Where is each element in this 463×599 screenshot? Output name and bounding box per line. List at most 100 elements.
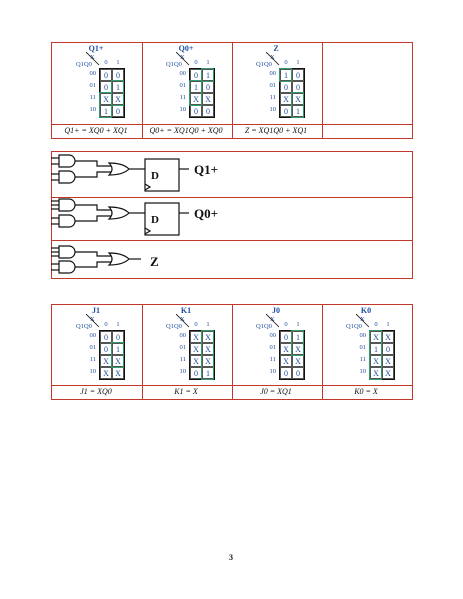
kmap-cell: X (382, 331, 394, 343)
and-gate-1b-icon (58, 170, 76, 184)
divider (52, 197, 412, 198)
and-gate-3b-icon (58, 260, 76, 274)
kmap-cell: 0 (280, 81, 292, 93)
divider (322, 43, 323, 138)
kmap-row-label: 01 (179, 344, 187, 351)
kmap-col-1: 1 (296, 321, 300, 328)
logic-circuit (51, 154, 189, 274)
kmap-group-loop (291, 330, 304, 356)
kmap-equation: Q1+ = XQ0 + XQ1 (64, 126, 128, 135)
kmap-diagonal (266, 52, 280, 66)
kmap-equation: Z = XQ1Q0 + XQ1 (244, 126, 308, 135)
kmap-cell: X (202, 93, 214, 105)
kmap-equation: J1 = XQ0 (80, 387, 112, 396)
kmap-title: Q1+ (88, 44, 104, 53)
kmap-col-1: 1 (116, 59, 120, 66)
kmap-row-label: 11 (269, 356, 276, 363)
kmap-row-variable: Q1Q0 (166, 323, 182, 330)
and-gate-1a-icon (58, 154, 76, 168)
divider (52, 240, 412, 241)
kmap-diagonal (86, 52, 100, 66)
kmap-group-loop (201, 68, 214, 82)
kmap-row-variable: Q1Q0 (76, 323, 92, 330)
kmap-diagonal (266, 314, 280, 328)
kmap-col-variable: X (270, 316, 275, 323)
kmap-col-1: 1 (206, 321, 210, 328)
d-flipflop-2-icon (144, 202, 180, 236)
kmap-cell: X (100, 367, 112, 379)
kmap-row-label: 01 (269, 344, 277, 351)
kmap-cell: 0 (100, 331, 112, 343)
kmap-equation: J0 = XQ1 (260, 387, 292, 396)
kmap-cell: X (382, 355, 394, 367)
kmap-group-loop (201, 330, 214, 380)
kmap-row-variable: Q1Q0 (256, 61, 272, 68)
kmap-group-loop (291, 92, 304, 118)
kmap-cell: X (112, 367, 124, 379)
kmap-row-label: 10 (269, 106, 277, 113)
output-z-label: Z (150, 254, 159, 269)
kmap-cell: 0 (382, 343, 394, 355)
kmap-row-label: 01 (89, 82, 97, 89)
kmap-group-loop (279, 68, 292, 82)
kmap-cell: 0 (280, 367, 292, 379)
jk-kmap-table (51, 304, 413, 400)
or-gate-1-icon (107, 162, 130, 176)
kmap-col-variable: X (360, 316, 365, 323)
kmap-col-1: 1 (206, 59, 210, 66)
kmap-col-0: 0 (194, 321, 198, 328)
kmap-row-label: 00 (269, 332, 277, 339)
divider (232, 43, 233, 138)
or-gate-3-icon (107, 252, 130, 266)
and-gate-2a-icon (58, 198, 76, 212)
kmap-group-loop (111, 80, 124, 106)
divider (142, 305, 143, 399)
kmap-col-1: 1 (116, 321, 120, 328)
kmap-col-0: 0 (194, 59, 198, 66)
kmap-cell: 0 (202, 81, 214, 93)
output-q1-label: Q1+ (194, 162, 219, 177)
kmap-row-label: 11 (89, 356, 96, 363)
kmap-diagonal (86, 314, 100, 328)
kmap-group-loop (369, 330, 382, 380)
kmap-group-loop (111, 342, 124, 368)
kmap-row-label: 11 (89, 94, 96, 101)
next-state-kmap-table (51, 42, 413, 139)
kmap-col-variable: X (180, 316, 185, 323)
or-gate-2-icon (107, 206, 130, 220)
kmap-row-label: 11 (179, 94, 186, 101)
d-flipflop-1-icon (144, 158, 180, 192)
kmap-row-label: 00 (89, 332, 97, 339)
kmap-cell: X (280, 355, 292, 367)
kmap-col-variable: X (180, 54, 185, 61)
kmap-col-variable: X (90, 316, 95, 323)
divider (52, 124, 412, 125)
and-gate-3a-icon (58, 245, 76, 259)
kmap-col-0: 0 (104, 59, 108, 66)
kmap-diagonal (356, 314, 370, 328)
kmap-row-label: 00 (269, 70, 277, 77)
kmap-title: Q0+ (178, 44, 194, 53)
kmap-cell: 0 (292, 367, 304, 379)
divider (52, 385, 412, 386)
kmap-cell: 0 (292, 69, 304, 81)
kmap-row-variable: Q1Q0 (76, 61, 92, 68)
kmap-row-label: 00 (359, 332, 367, 339)
kmap-row-label: 01 (179, 82, 187, 89)
kmap-row-label: 11 (179, 356, 186, 363)
kmap-col-0: 0 (284, 321, 288, 328)
kmap-row-label: 01 (269, 82, 277, 89)
kmap-row-label: 11 (359, 356, 366, 363)
kmap-diagonal (176, 52, 190, 66)
kmap-row-label: 11 (269, 94, 276, 101)
divider (322, 305, 323, 399)
kmap-row-label: 10 (179, 106, 187, 113)
